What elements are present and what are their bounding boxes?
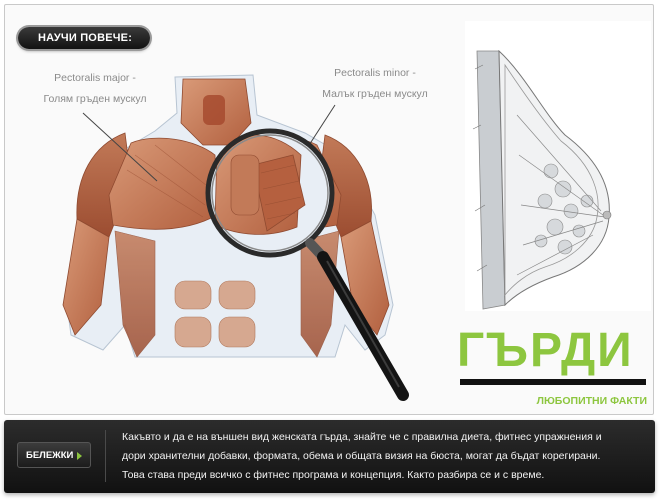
notes-text: Какъвто и да е на външен вид женската гъ… xyxy=(122,428,642,485)
pectoralis-major-bulgarian: Голям гръден мускул xyxy=(43,93,147,105)
notes-button-label: БЕЛЕЖКИ xyxy=(26,450,74,461)
notes-line: Това става преди всичко с фитнес програм… xyxy=(122,469,545,481)
arrow-right-icon xyxy=(77,452,82,460)
pectoralis-minor-label: Pectoralis minor - Малък гръден мускул xyxy=(307,63,443,105)
page-title: ГЪРДИ xyxy=(457,324,634,377)
page-subtitle: ЛЮБОПИТНИ ФАКТИ xyxy=(536,395,647,407)
pointer-line-major xyxy=(82,112,158,182)
pectoralis-minor-bulgarian: Малък гръден мускул xyxy=(322,88,428,100)
notes-line: дори хранителни добавки, формата, обема … xyxy=(122,450,601,462)
notes-bar: БЕЛЕЖКИ Какъвто и да е на външен вид жен… xyxy=(4,420,655,493)
anatomy-illustration xyxy=(62,21,651,401)
pectoralis-major-label: Pectoralis major - Голям гръден мускул xyxy=(25,68,165,110)
title-underline xyxy=(460,379,646,385)
feature-panel: НАУЧИ ПОВЕЧЕ: Pectoralis major - Голям г… xyxy=(4,4,654,415)
pectoralis-minor-latin: Pectoralis minor - xyxy=(334,67,416,79)
notes-divider xyxy=(105,430,106,482)
magnifying-glass-icon xyxy=(205,128,409,401)
pectoralis-major-latin: Pectoralis major - xyxy=(54,72,136,84)
notes-line: Какъвто и да е на външен вид женската гъ… xyxy=(122,431,602,443)
breast-cross-section-illustration xyxy=(465,21,651,311)
learn-more-button[interactable]: НАУЧИ ПОВЕЧЕ: xyxy=(18,27,151,49)
notes-button[interactable]: БЕЛЕЖКИ xyxy=(17,442,91,468)
